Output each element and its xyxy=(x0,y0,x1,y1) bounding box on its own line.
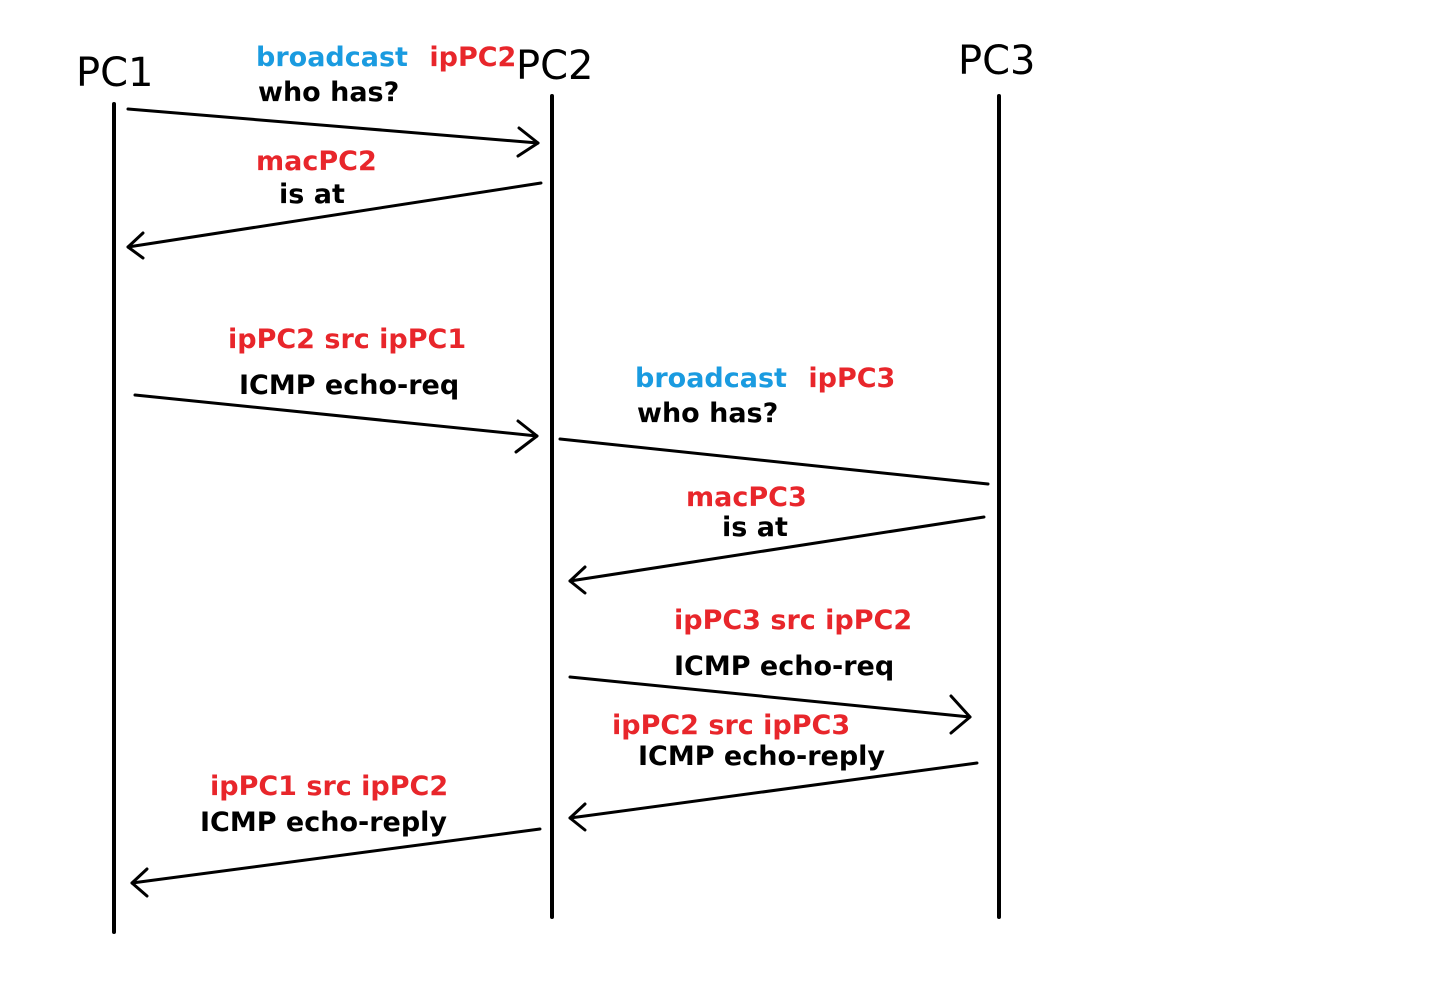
message-line xyxy=(133,393,539,438)
arrowhead xyxy=(568,802,587,832)
message-line xyxy=(126,181,543,249)
message-label-line1: broadcast ipPC3 xyxy=(635,363,895,394)
message-label-line1: ipPC2 src ipPC1 xyxy=(228,324,466,355)
message-label-line1: ipPC2 src ipPC3 xyxy=(612,710,850,741)
message-icmp-request-pc1-pc2: ipPC2 src ipPC1 ICMP echo-req xyxy=(133,324,539,454)
arrowhead xyxy=(126,231,145,260)
message-label-line2: ICMP echo-req xyxy=(674,651,894,682)
message-icmp-reply-pc2-pc1: ipPC1 src ipPC2 ICMP echo-reply xyxy=(130,771,542,898)
message-label-line1: ipPC1 src ipPC2 xyxy=(210,771,448,802)
message-line xyxy=(126,107,540,145)
arrowhead xyxy=(568,565,587,595)
message-label-line2: ICMP echo-reply xyxy=(638,741,885,772)
message-label-line1: macPC3 xyxy=(686,482,807,513)
arrowhead xyxy=(514,419,539,454)
message-label-line2: is at xyxy=(722,512,788,543)
message-label-line2: is at xyxy=(279,179,345,210)
message-label-line2: who has? xyxy=(258,77,399,108)
message-label-line2: who has? xyxy=(637,398,778,429)
message-label-line2: ICMP echo-reply xyxy=(200,807,447,838)
arrowhead xyxy=(516,126,540,158)
participant-label-pc3: PC3 xyxy=(958,38,1036,84)
message-line xyxy=(568,761,979,820)
message-line xyxy=(568,675,972,719)
participant-label-pc1: PC1 xyxy=(76,50,154,96)
message-label-line1: macPC2 xyxy=(256,146,377,177)
message-label-line1: ipPC3 src ipPC2 xyxy=(674,605,912,636)
participant-label-pc2: PC2 xyxy=(516,43,594,89)
message-label-line1: broadcast ipPC2 xyxy=(256,42,516,73)
message-icmp-request-pc2-pc3: ipPC3 src ipPC2 ICMP echo-req xyxy=(568,605,972,735)
arrowhead xyxy=(130,867,149,898)
message-line xyxy=(568,515,986,583)
message-arp-request-pc2: broadcast ipPC2 who has? xyxy=(126,42,540,158)
message-line xyxy=(558,437,990,486)
broadcast-keyword: broadcast xyxy=(635,363,787,394)
target-ip: ipPC2 xyxy=(429,42,516,73)
message-line xyxy=(130,827,542,885)
arrowhead xyxy=(949,694,972,735)
message-arp-request-pc3: broadcast ipPC3 who has? xyxy=(558,363,990,486)
message-arp-reply-pc2: macPC2 is at xyxy=(126,146,543,260)
message-arp-reply-pc3: macPC3 is at xyxy=(568,482,986,595)
target-ip: ipPC3 xyxy=(808,363,895,394)
broadcast-keyword: broadcast xyxy=(256,42,408,73)
message-label-line2: ICMP echo-req xyxy=(239,370,459,401)
message-icmp-reply-pc3-pc2: ipPC2 src ipPC3 ICMP echo-reply xyxy=(568,710,979,832)
